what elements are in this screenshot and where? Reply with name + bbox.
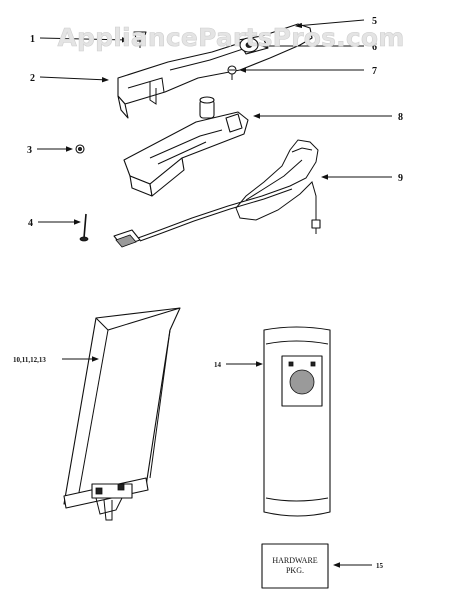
callout-14: 14 xyxy=(214,361,222,369)
part-bag-flat xyxy=(263,326,331,517)
callout-7: 7 xyxy=(372,66,377,77)
callout-5: 5 xyxy=(372,16,377,27)
callout-3: 3 xyxy=(27,145,32,156)
part-nut xyxy=(75,144,85,154)
part-screw-small xyxy=(227,65,237,80)
part-bag-large xyxy=(63,307,181,521)
hardware-box-line2: PKG. xyxy=(286,566,304,575)
part-pin xyxy=(79,213,89,242)
part-knob xyxy=(239,37,259,53)
callout-2: 2 xyxy=(30,73,35,84)
callout-15: 15 xyxy=(376,562,384,570)
callout-10-13: 10,11,12,13 xyxy=(13,356,46,364)
hardware-package-box: HARDWARE PKG. xyxy=(261,543,329,589)
callout-9: 9 xyxy=(398,173,403,184)
part-cord-assembly xyxy=(113,139,321,248)
hardware-box-line1: HARDWARE xyxy=(272,556,317,565)
callout-1: 1 xyxy=(30,34,35,45)
leader-lines xyxy=(37,19,392,568)
callout-6: 6 xyxy=(372,42,377,53)
callout-8: 8 xyxy=(398,112,403,123)
part-switch-housing xyxy=(123,96,249,197)
callout-labels: 1 2 3 4 5 6 7 8 9 10,11,12,13 14 15 xyxy=(13,16,403,570)
part-screw-top xyxy=(133,31,147,48)
callout-4: 4 xyxy=(28,218,33,229)
watermark-text: AppliancePartsPros.com xyxy=(57,23,404,52)
